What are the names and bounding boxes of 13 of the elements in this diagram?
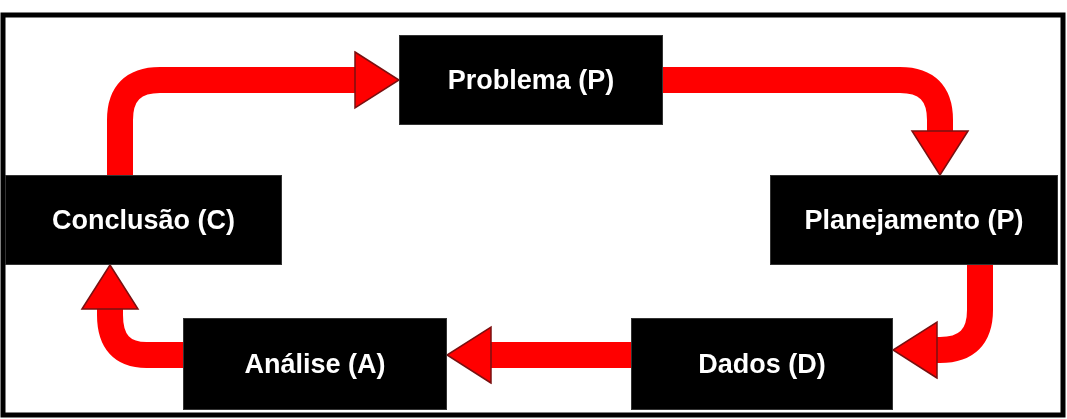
process-box [770,175,1058,265]
arrow [446,326,631,384]
arrow [663,67,969,176]
process-box [5,175,282,265]
box-label: Dados (D) [698,348,826,380]
box-label: Conclusão (C) [52,204,235,236]
box-label: Análise (A) [244,348,386,380]
box-label: Planejamento (P) [804,204,1024,236]
process-box [183,318,447,410]
arrow [81,264,183,368]
box-label: Problema (P) [447,64,615,96]
process-box [399,35,663,125]
process-box [631,318,893,410]
